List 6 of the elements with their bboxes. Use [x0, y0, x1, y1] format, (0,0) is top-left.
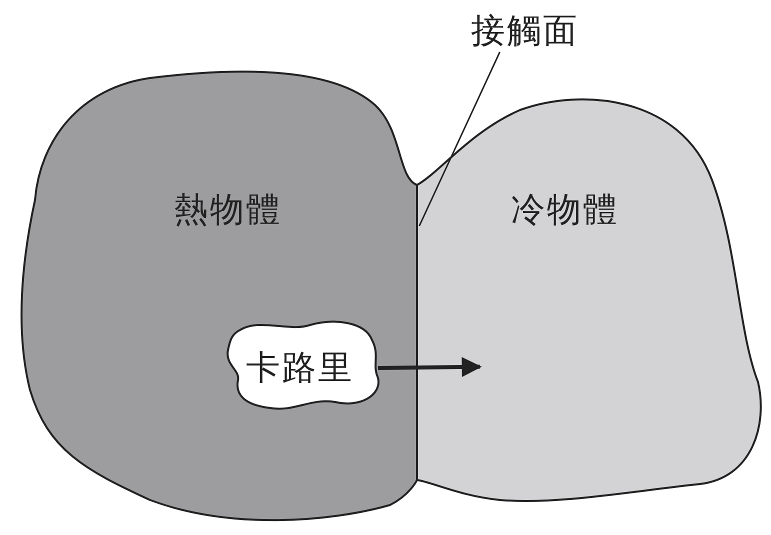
body-label: 冷物體	[511, 189, 619, 232]
body-label: 熱物體	[174, 189, 282, 232]
body-label: 卡路里	[246, 347, 354, 390]
arrow	[378, 357, 482, 378]
leader-line	[418, 52, 500, 226]
contact-surface-label: 接觸面	[471, 10, 579, 53]
